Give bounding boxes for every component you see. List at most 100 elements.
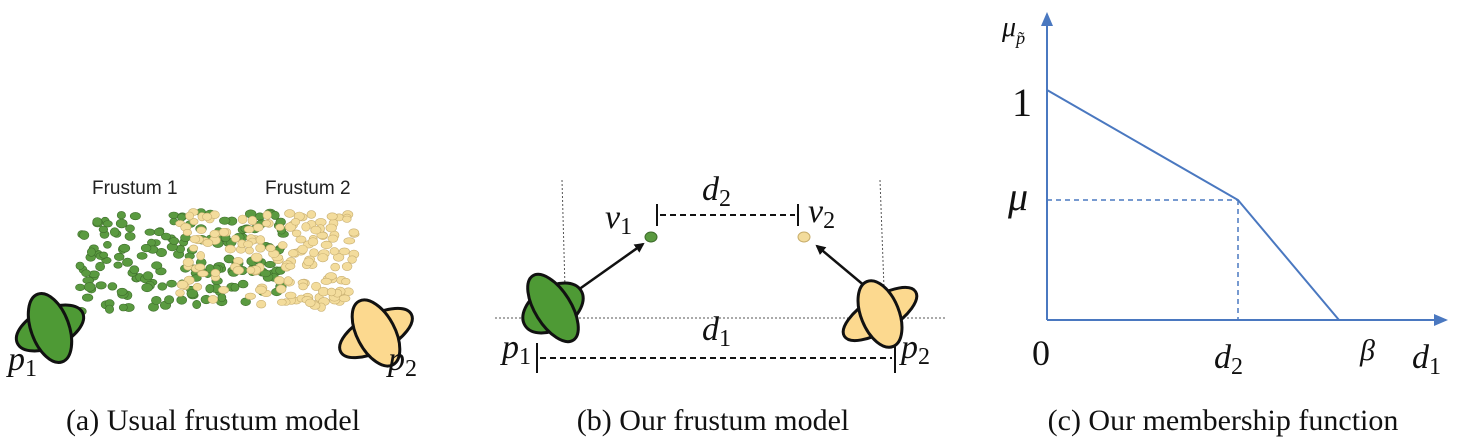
frustum-2-point [285, 291, 297, 300]
camera-p2-icon [338, 298, 414, 368]
label-p2-b: p2 [899, 329, 930, 370]
frustum-2-point [303, 257, 314, 267]
frustum-2-point [207, 295, 218, 304]
frustum-2-point [189, 235, 201, 244]
frustum-1-point [129, 265, 140, 275]
frustum-2-point [189, 244, 199, 252]
frustum-2-label: Frustum 2 [265, 178, 351, 199]
frustum-2-point [196, 251, 205, 261]
frustum-2-point [262, 219, 271, 228]
frustum-1-point [141, 283, 153, 293]
frustum-2-point [341, 262, 353, 271]
frustum-1-point [75, 283, 85, 292]
frustum-2-point [209, 229, 220, 238]
frustum-2-point [218, 286, 230, 294]
frustum-1-point [118, 303, 128, 312]
frustum-1-point [118, 243, 131, 253]
frustum-2-point [309, 248, 319, 258]
frustum-1-point [153, 227, 165, 237]
frustum-2-point [348, 228, 360, 237]
frustum-2-point [210, 268, 221, 277]
frustum-2-point [333, 252, 345, 262]
frustum-1-point [157, 282, 168, 291]
frustum-2-point [291, 229, 302, 238]
frustum-2-point [245, 246, 254, 255]
camera-p2-icon-b [841, 279, 919, 349]
frustum-1-label: Frustum 1 [92, 178, 178, 199]
frustum-2-point [185, 211, 194, 221]
frustum-2-point [276, 298, 287, 306]
frustum-1-point [142, 271, 154, 281]
frustum-2-point [298, 282, 308, 291]
frustum-1-point [223, 254, 235, 264]
frustum-2-point [246, 266, 256, 275]
frustum-2-point [243, 240, 253, 248]
point-v1 [644, 231, 658, 243]
point-cloud-frustum-2 [175, 208, 360, 312]
frustum-2-point [284, 209, 296, 218]
frustum-2-point [330, 262, 341, 272]
frustum-2-point [176, 280, 189, 290]
frustum-2-point [329, 247, 340, 256]
camera-p1-icon-b [521, 272, 585, 344]
frustum-1-point [122, 257, 133, 267]
frustum-2-point [275, 223, 285, 231]
frustum-1-point [102, 220, 113, 228]
frustum-2-point [224, 244, 236, 254]
frustum-1-point [151, 295, 162, 305]
frustum-2-point [326, 212, 338, 221]
frustum-2-point [237, 214, 248, 224]
frustum-2-point [320, 240, 333, 250]
frustum-2-point [311, 281, 322, 291]
tick-label-one: 1 [1012, 80, 1032, 125]
frustum-1-point [81, 269, 91, 278]
frustum-1-point [136, 252, 148, 260]
frustum-2-point [182, 257, 194, 267]
tick-label-d2: d2 [1214, 339, 1243, 380]
origin-label: 0 [1032, 333, 1050, 373]
label-v1: v1 [605, 199, 632, 240]
frustum-2-point [325, 223, 337, 233]
label-p2: p2 [386, 341, 417, 382]
caption-b: (b) Our frustum model [576, 404, 850, 437]
frustum-2-point [277, 241, 288, 250]
label-v2: v2 [808, 193, 835, 234]
frustum-2-point [297, 244, 308, 255]
frustum-2-point [326, 287, 337, 297]
label-p1: p1 [6, 341, 37, 382]
frustum-2-point [255, 285, 267, 295]
x-axis-label: d1 [1412, 339, 1441, 380]
frustum-2-point [251, 252, 263, 263]
frustum-2-point [255, 235, 266, 245]
frustum-2-point [317, 253, 329, 263]
frustum-1-point [259, 269, 272, 278]
frustum-2-point [218, 228, 230, 237]
tick-label-beta: β [1359, 334, 1375, 367]
membership-curve [1046, 89, 1340, 321]
arrow-p2-to-v2 [815, 244, 867, 288]
frustum-2-point [196, 226, 207, 234]
frustum-1-point [230, 282, 240, 292]
frustum-2-point [341, 277, 351, 286]
frustum-2-point [252, 223, 264, 232]
frustum-2-point [275, 284, 287, 294]
frustum-1-point [99, 251, 109, 259]
frustum-2-point [338, 294, 351, 303]
frustum-1-point [95, 261, 105, 272]
frustum-2-point [256, 300, 267, 309]
label-d2: d2 [702, 171, 731, 212]
frustum-1-point [125, 224, 135, 233]
frustum-2-point [197, 270, 209, 278]
frustum-2-point [343, 237, 356, 245]
frustum-1-point [205, 284, 215, 294]
frustum-2-point [310, 225, 322, 235]
frustum-1-point [79, 230, 90, 240]
frustum-boundary-right [879, 179, 885, 289]
frustum-1-point [109, 227, 120, 237]
panel-a-usual-frustum: Frustum 1 Frustum 2 p1 p2 [6, 178, 417, 382]
frustum-2-point [283, 276, 293, 286]
frustum-1-point [105, 304, 115, 314]
frustum-1-point [219, 216, 231, 225]
frustum-2-point [247, 215, 258, 226]
